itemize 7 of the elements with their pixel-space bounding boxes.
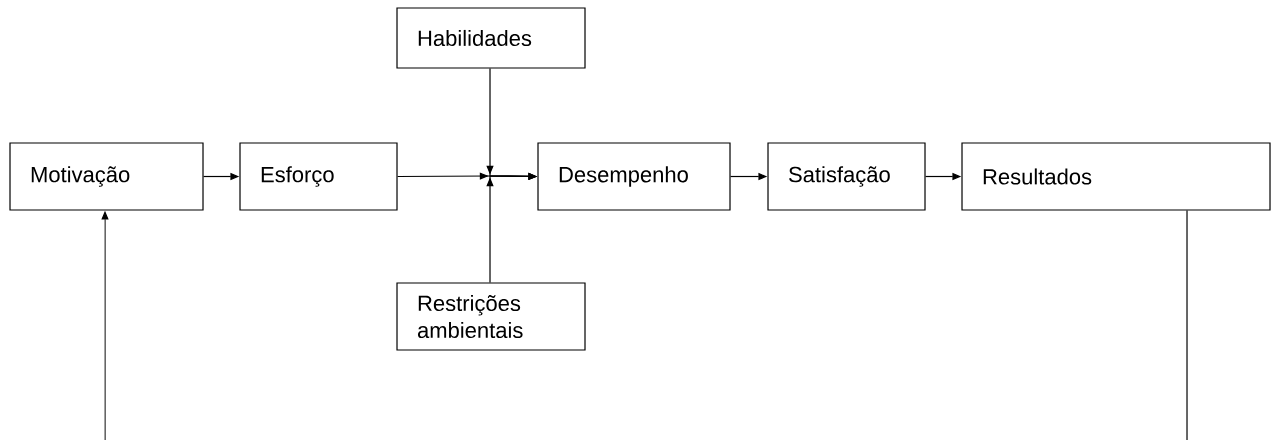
process-box: Desempenho	[537, 142, 731, 211]
process-box: Habilidades	[396, 7, 586, 69]
process-box: Restrições ambientais	[396, 282, 586, 351]
process-box: Resultados	[961, 142, 1271, 211]
process-box: Esforço	[239, 142, 398, 211]
process-box: Satisfação	[767, 142, 926, 211]
process-box: Motivação	[9, 142, 204, 211]
